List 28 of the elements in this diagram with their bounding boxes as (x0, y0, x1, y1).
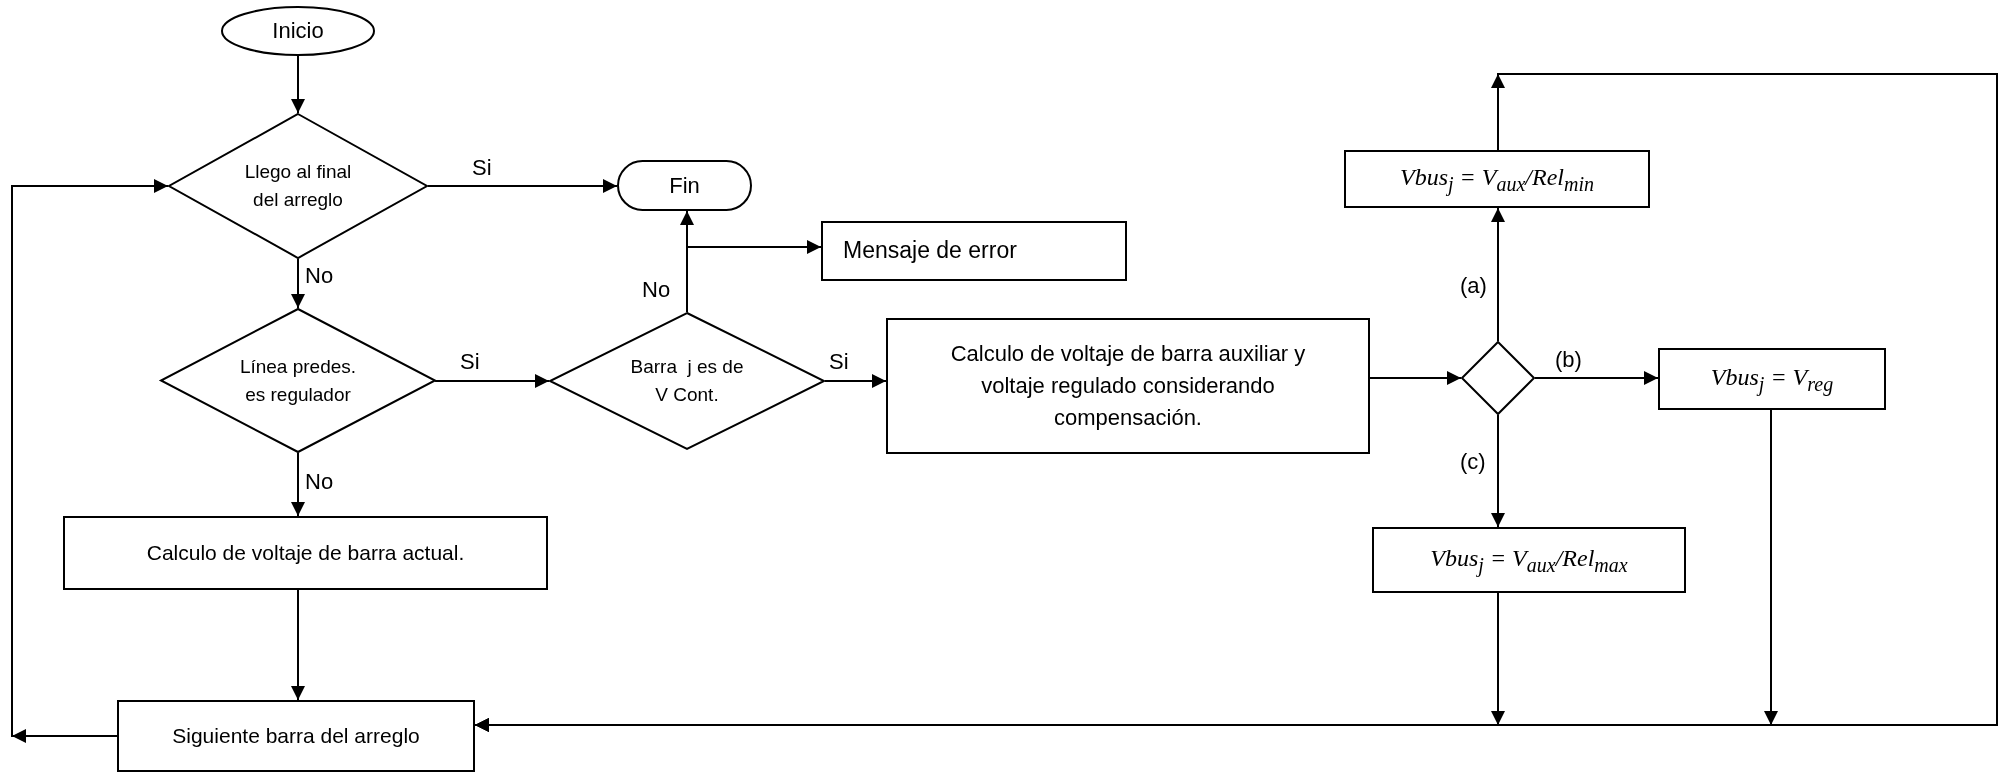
process-box (886, 318, 1370, 454)
terminal-ellipse (221, 6, 375, 56)
formula-text: Vbus$_{j}$ = V$_{aux}$/Rel$_{min}$ (1399, 162, 1595, 198)
node-text: Barra j es de V Cont. (629, 355, 745, 407)
node-text: Siguiente barra del arreglo (171, 722, 421, 749)
node-text: Inicio (271, 17, 325, 46)
decision-diamond (168, 113, 428, 259)
node-text: Calculo de voltaje de barra auxiliar y voltaje regulado considerando compensación. (949, 340, 1307, 432)
terminal-box (617, 160, 752, 211)
process-box (117, 700, 475, 772)
node-text: Mensaje de error (842, 236, 1017, 266)
node-text: Línea predes. es regulador (238, 354, 358, 407)
edge-label: (b) (1553, 348, 1584, 373)
decision-diamond (549, 312, 825, 450)
formula-text: Vbus$_{j}$ = V$_{aux}$/Rel$_{max}$ (1429, 543, 1629, 579)
process-box (1372, 527, 1686, 593)
edge-label: (c) (1458, 450, 1488, 475)
node-text: Fin (668, 171, 701, 200)
edge-label: (a) (1458, 274, 1489, 299)
process-box (1658, 348, 1886, 410)
process-box (1344, 150, 1650, 208)
decision-diamond (160, 308, 436, 453)
process-box (821, 221, 1127, 281)
process-box (63, 516, 548, 590)
node-text: Calculo de voltaje de barra actual. (145, 539, 466, 566)
decision-diamond (1461, 341, 1535, 415)
formula-text: Vbus$_{j}$ = V$_{reg}$ (1709, 362, 1835, 398)
node-text: Llego al final del arreglo (243, 160, 353, 212)
